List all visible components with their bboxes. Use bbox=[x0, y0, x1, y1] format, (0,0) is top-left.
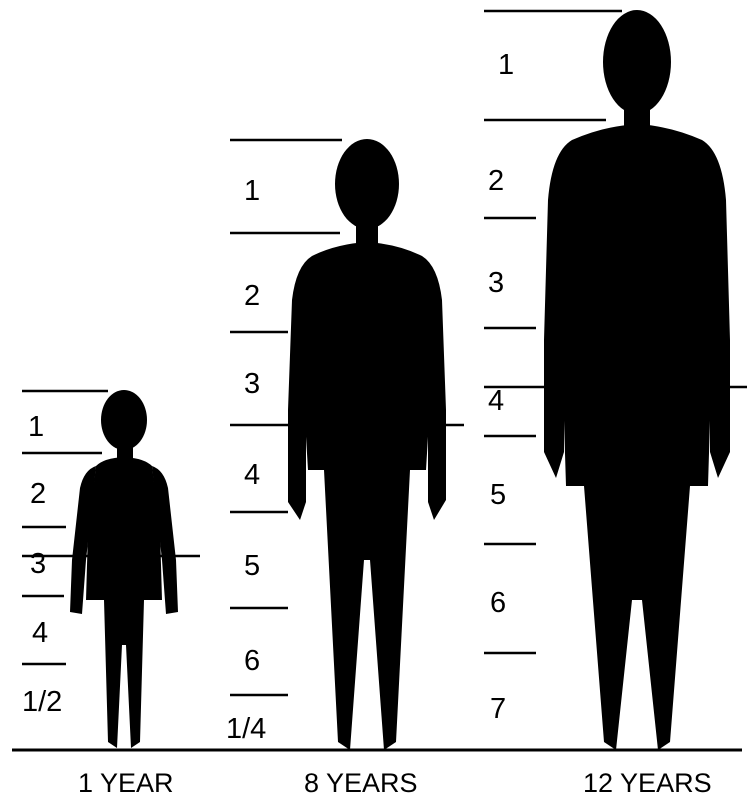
figure-caption: 1 YEAR bbox=[78, 768, 174, 798]
segment-label: 1 bbox=[498, 49, 514, 81]
figure-1-year: 1 2 3 4 1/2 1 YEAR bbox=[22, 390, 200, 798]
segment-label: 7 bbox=[490, 693, 506, 725]
segment-label: 1/2 bbox=[22, 686, 62, 718]
segment-label: 2 bbox=[244, 280, 260, 312]
segment-label: 3 bbox=[244, 368, 260, 400]
segment-label: 1 bbox=[28, 411, 44, 443]
segment-label: 5 bbox=[490, 479, 506, 511]
figure-caption: 12 YEARS bbox=[583, 768, 712, 798]
silhouette-1-year bbox=[70, 390, 178, 748]
silhouette-8-years bbox=[288, 139, 446, 750]
segment-label: 4 bbox=[244, 459, 260, 491]
figure-caption: 8 YEARS bbox=[304, 768, 418, 798]
segment-label: 2 bbox=[488, 165, 504, 197]
segment-label: 4 bbox=[488, 385, 504, 417]
segment-label: 3 bbox=[488, 267, 504, 299]
segment-label: 4 bbox=[32, 617, 48, 649]
segment-label: 5 bbox=[244, 550, 260, 582]
segment-label: 3 bbox=[30, 548, 46, 580]
segment-label: 1/4 bbox=[226, 713, 266, 745]
figure-12-years: 1 2 3 4 5 6 7 12 YEARS bbox=[484, 10, 747, 798]
figure-8-years: 1 2 3 4 5 6 1/4 8 YEARS bbox=[226, 139, 464, 798]
segment-label: 6 bbox=[244, 645, 260, 677]
segment-label: 2 bbox=[30, 478, 46, 510]
segment-label: 1 bbox=[244, 175, 260, 207]
segment-label: 6 bbox=[490, 587, 506, 619]
